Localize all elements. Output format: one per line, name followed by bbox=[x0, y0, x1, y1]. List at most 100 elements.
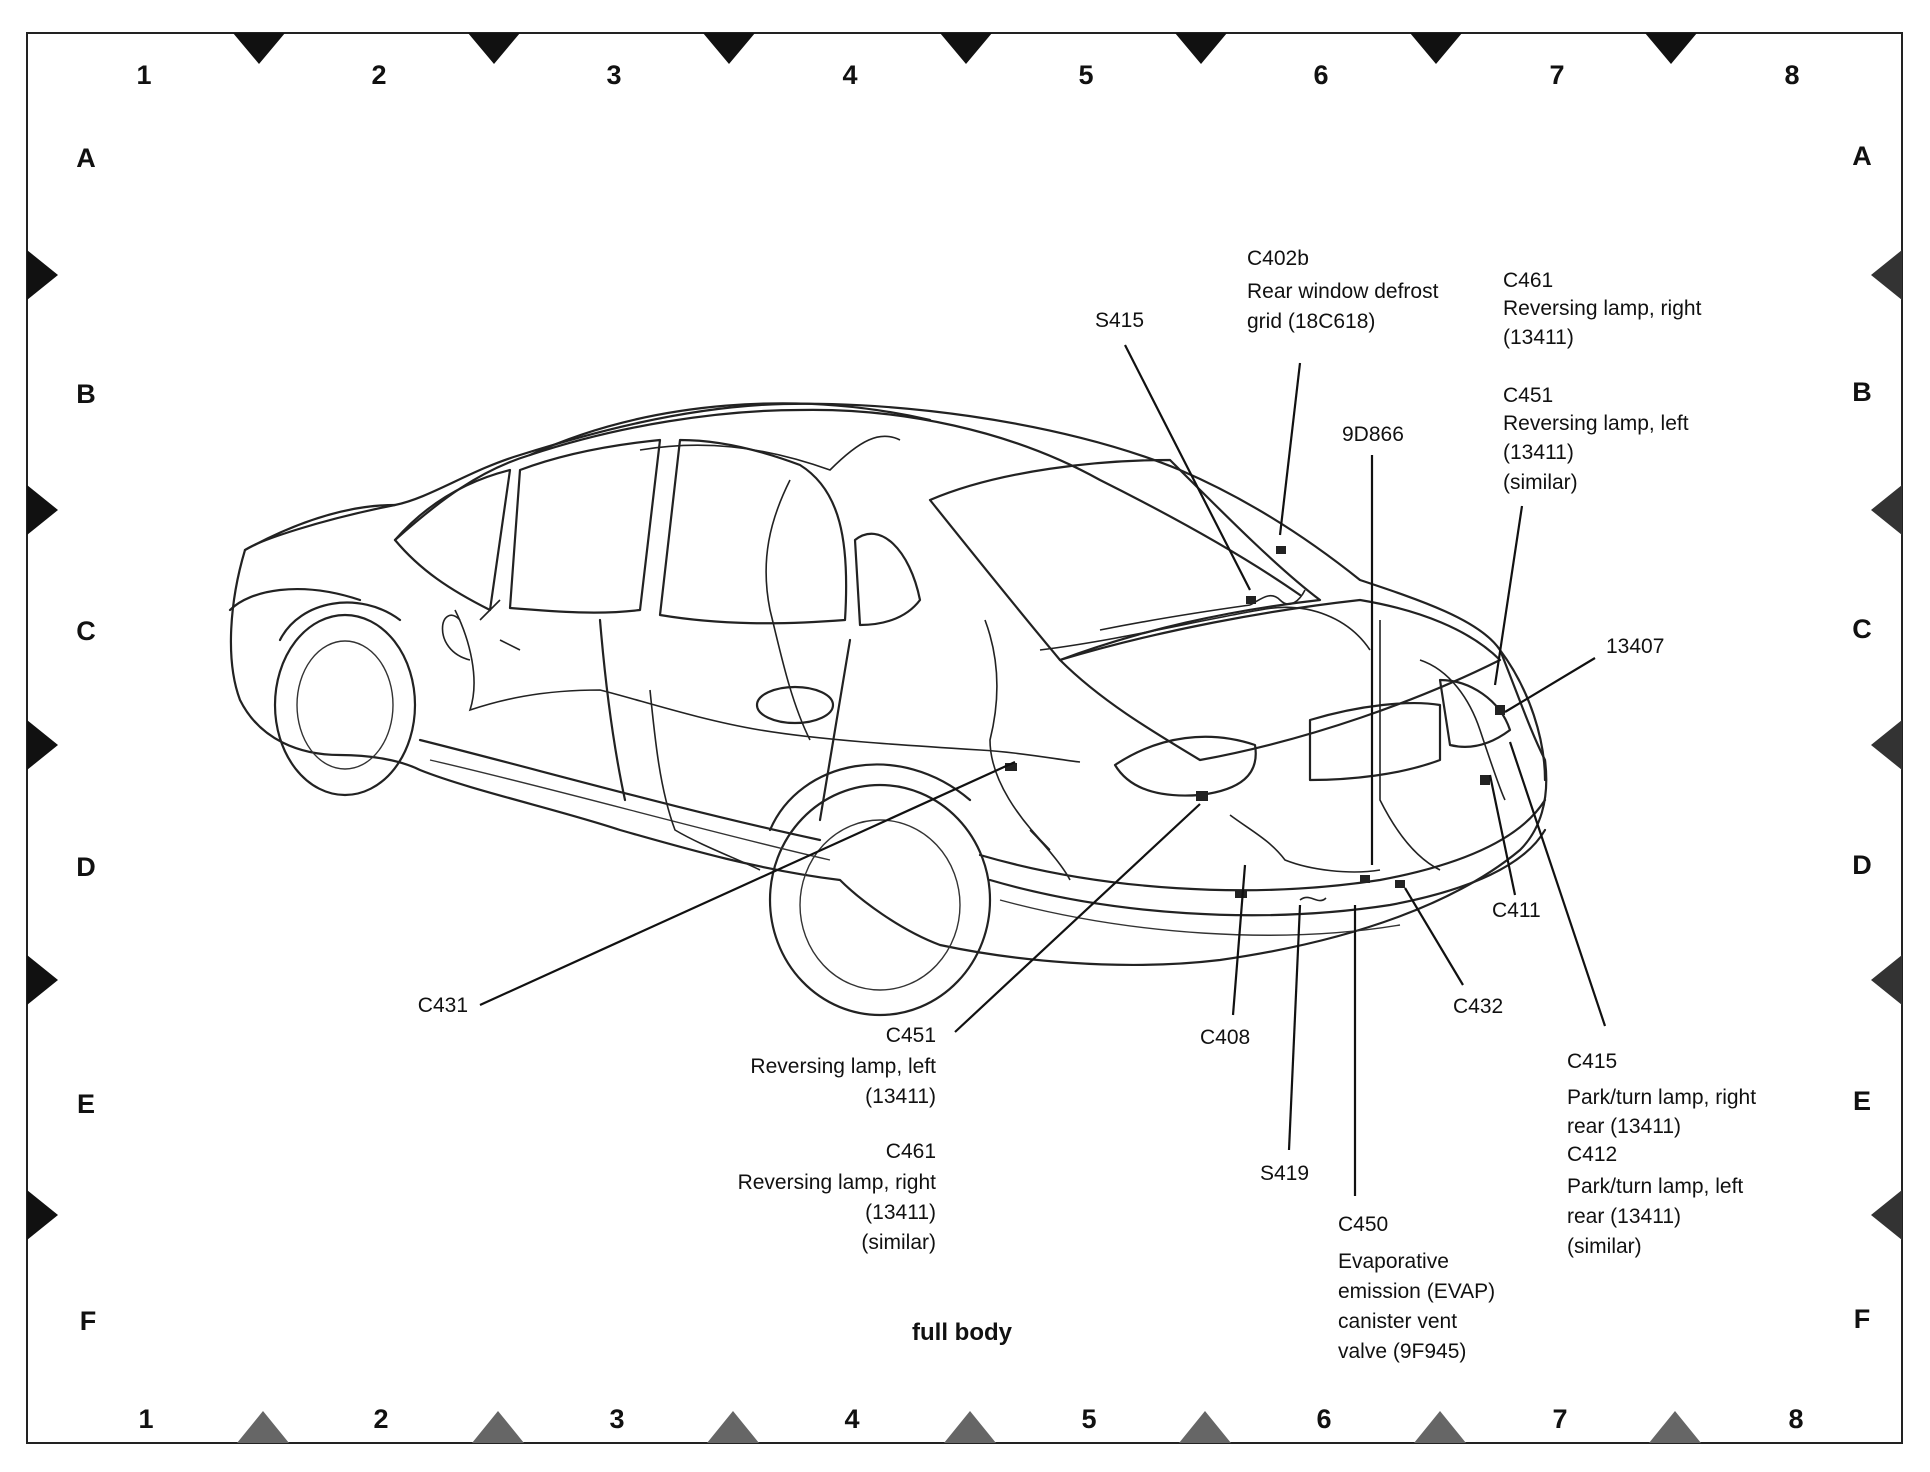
grid-right-letters: A B C D E F bbox=[1852, 141, 1872, 1334]
leader-c415 bbox=[1508, 741, 1607, 1027]
grid-row-left-F: F bbox=[80, 1306, 97, 1336]
callout-desc-line: Reversing lamp, left bbox=[1503, 412, 1689, 435]
leader-c451-bottom bbox=[954, 803, 1201, 1033]
callout-c412: C412 Park/turn lamp, left rear (13411) (… bbox=[1567, 1143, 1743, 1258]
callout-code: C402b bbox=[1247, 247, 1309, 270]
callout-desc-line: canister vent bbox=[1338, 1310, 1457, 1333]
callout-code: C408 bbox=[1200, 1026, 1250, 1049]
grid-col-bottom-4: 4 bbox=[844, 1404, 859, 1434]
callout-desc-line: rear (13411) bbox=[1567, 1115, 1681, 1138]
diagram-frame bbox=[26, 32, 1903, 1444]
callout-desc-line: Reversing lamp, left bbox=[750, 1055, 936, 1078]
callout-desc-line: rear (13411) bbox=[1567, 1205, 1681, 1228]
grid-row-right-E: E bbox=[1853, 1086, 1871, 1116]
callout-desc-line: (similar) bbox=[1567, 1235, 1642, 1258]
grid-col-top-2: 2 bbox=[371, 60, 386, 90]
grid-col-bottom-3: 3 bbox=[609, 1404, 624, 1434]
grid-bottom-numbers: 1 2 3 4 5 6 7 8 bbox=[138, 1404, 1803, 1434]
connector-markers bbox=[1005, 546, 1505, 898]
callout-c415: C415 Park/turn lamp, right rear (13411) bbox=[1567, 1050, 1756, 1138]
grid-col-bottom-5: 5 bbox=[1081, 1404, 1096, 1434]
bottom-border-markers bbox=[237, 1411, 1701, 1443]
grid-col-top-3: 3 bbox=[606, 60, 621, 90]
callout-9d866: 9D866 bbox=[1342, 423, 1404, 446]
leader-s415 bbox=[1124, 344, 1251, 591]
leader-c432 bbox=[1404, 887, 1464, 986]
leader-c411 bbox=[1488, 774, 1517, 896]
grid-col-bottom-1: 1 bbox=[138, 1404, 153, 1434]
grid-left-letters: A B C D E F bbox=[76, 143, 96, 1336]
grid-col-top-8: 8 bbox=[1784, 60, 1799, 90]
leader-c402b bbox=[1278, 362, 1302, 536]
callout-s415: S415 bbox=[1095, 309, 1144, 332]
grid-col-bottom-2: 2 bbox=[373, 1404, 388, 1434]
callout-desc-line: Evaporative bbox=[1338, 1250, 1449, 1273]
callout-desc-line: (13411) bbox=[1503, 326, 1574, 349]
callout-s419: S419 bbox=[1260, 1162, 1309, 1185]
callout-c432: C432 bbox=[1453, 995, 1503, 1018]
callout-code: C451 bbox=[886, 1024, 936, 1047]
grid-row-left-D: D bbox=[76, 852, 96, 882]
callout-code: C461 bbox=[886, 1140, 936, 1163]
car-illustration bbox=[228, 402, 1548, 1017]
leader-s419 bbox=[1287, 904, 1302, 1151]
grid-row-right-A: A bbox=[1852, 141, 1872, 171]
callout-c451-top: C451 Reversing lamp, left (13411) (simil… bbox=[1503, 384, 1689, 494]
callout-desc-line: (13411) bbox=[1503, 441, 1574, 464]
callout-desc-line: (13411) bbox=[865, 1201, 936, 1224]
callout-code: C461 bbox=[1503, 269, 1553, 292]
leader-c431 bbox=[479, 760, 1016, 1007]
callout-desc-line: (13411) bbox=[865, 1085, 936, 1108]
leader-lines bbox=[479, 344, 1607, 1196]
grid-top-numbers: 1 2 3 4 5 6 7 8 bbox=[136, 60, 1799, 90]
grid-row-left-C: C bbox=[76, 616, 96, 646]
callout-desc-line: Reversing lamp, right bbox=[1503, 297, 1702, 320]
grid-col-top-6: 6 bbox=[1313, 60, 1328, 90]
leader-c451-top bbox=[1493, 505, 1524, 686]
diagram-caption: full body bbox=[912, 1319, 1013, 1346]
grid-row-left-B: B bbox=[76, 379, 96, 409]
leader-c408 bbox=[1231, 864, 1247, 1016]
top-border-markers bbox=[233, 33, 1697, 64]
callout-c431: C431 bbox=[418, 994, 468, 1017]
grid-col-bottom-7: 7 bbox=[1552, 1404, 1567, 1434]
grid-row-right-B: B bbox=[1852, 377, 1872, 407]
callout-c451-bottom: C451 Reversing lamp, left (13411) bbox=[750, 1024, 936, 1108]
grid-row-left-A: A bbox=[76, 143, 96, 173]
grid-row-left-E: E bbox=[77, 1089, 95, 1119]
callout-desc-line: valve (9F945) bbox=[1338, 1340, 1466, 1363]
callout-desc-line: Reversing lamp, right bbox=[738, 1171, 937, 1194]
callout-code: C411 bbox=[1492, 899, 1541, 922]
callout-c461-bottom: C461 Reversing lamp, right (13411) (simi… bbox=[738, 1140, 937, 1254]
callout-code: C450 bbox=[1338, 1213, 1388, 1236]
callout-desc-line: grid (18C618) bbox=[1247, 310, 1375, 333]
callout-desc-line: (similar) bbox=[1503, 471, 1578, 494]
grid-col-bottom-6: 6 bbox=[1316, 1404, 1331, 1434]
callout-13407: 13407 bbox=[1606, 635, 1664, 658]
grid-col-bottom-8: 8 bbox=[1788, 1404, 1803, 1434]
callout-c411: C411 bbox=[1492, 899, 1541, 922]
callout-desc-line: Park/turn lamp, right bbox=[1567, 1086, 1756, 1109]
callout-code: 13407 bbox=[1606, 635, 1664, 658]
callout-c450: C450 Evaporative emission (EVAP) caniste… bbox=[1338, 1213, 1495, 1363]
callout-code: C451 bbox=[1503, 384, 1553, 407]
left-border-markers bbox=[27, 250, 58, 1240]
callout-desc-line: Rear window defrost bbox=[1247, 280, 1439, 303]
callout-code: S419 bbox=[1260, 1162, 1309, 1185]
grid-col-top-1: 1 bbox=[136, 60, 151, 90]
callout-code: C431 bbox=[418, 994, 468, 1017]
callout-desc-line: emission (EVAP) bbox=[1338, 1280, 1495, 1303]
grid-row-right-D: D bbox=[1852, 850, 1872, 880]
callout-code: S415 bbox=[1095, 309, 1144, 332]
callout-c402b: C402b Rear window defrost grid (18C618) bbox=[1247, 247, 1439, 333]
leader-13407 bbox=[1504, 657, 1596, 713]
grid-col-top-5: 5 bbox=[1078, 60, 1093, 90]
callout-desc-line: Park/turn lamp, left bbox=[1567, 1175, 1743, 1198]
callout-code: C412 bbox=[1567, 1143, 1617, 1166]
callout-desc-line: (similar) bbox=[861, 1231, 936, 1254]
callout-c408: C408 bbox=[1200, 1026, 1250, 1049]
grid-col-top-4: 4 bbox=[842, 60, 857, 90]
grid-row-right-C: C bbox=[1852, 614, 1872, 644]
grid-col-top-7: 7 bbox=[1549, 60, 1564, 90]
